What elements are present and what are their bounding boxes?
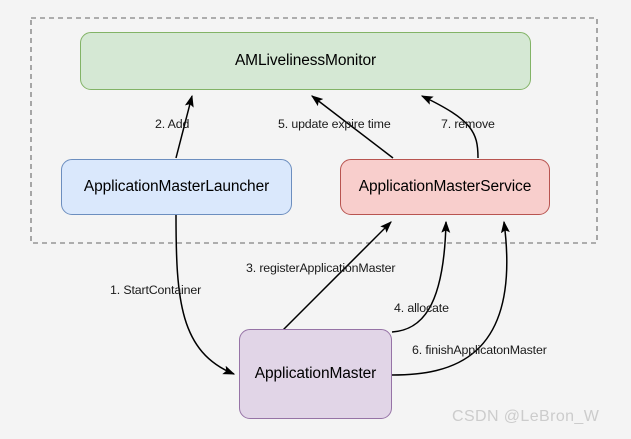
edge-label-3-registerapplicationmaster: 3. registerApplicationMaster [246,261,396,275]
edge-label-7-remove: 7. remove [441,117,495,131]
edge-label-6-finishapplicatonmaster: 6. finishApplicatonMaster [412,343,547,357]
edge-3-registerapplicationmaster-arrow [282,221,392,331]
edge-7-remove-arrow [420,95,479,159]
node-applicationmasterlauncher[interactable]: ApplicationMasterLauncher [61,159,292,215]
edge-label-5-update-expire-time: 5. update expire time [278,117,391,131]
edge-4-allocate-arrow [391,220,451,333]
edge-label-4-allocate: 4. allocate [394,301,449,315]
node-amlivelinessmonitor[interactable]: AMLivelinessMonitor [80,32,531,90]
edge-1-startcontainer-arrow [175,214,236,375]
edge-2-add-arrow [175,94,194,159]
edge-5-update-expire-time-arrow [311,95,394,159]
node-applicationmasterservice[interactable]: ApplicationMasterService [340,159,550,215]
edge-label-1-startcontainer: 1. StartContainer [110,283,202,297]
watermark: CSDN @LeBron_W [452,408,600,425]
edge-6-finishapplicatonmaster-arrow [391,220,510,376]
edge-label-2-add: 2. Add [155,117,190,131]
node-applicationmaster[interactable]: ApplicationMaster [239,329,392,419]
resource-manager-boundary [30,17,598,244]
